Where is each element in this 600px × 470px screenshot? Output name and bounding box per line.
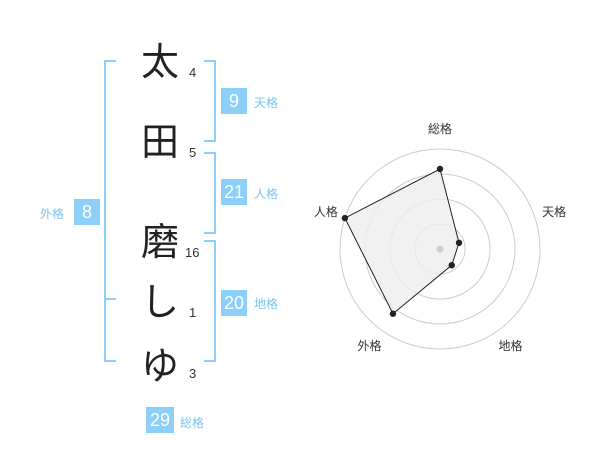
radar-point-3 <box>448 261 455 269</box>
gaikaku-value: 8 <box>74 199 100 225</box>
radar-axis-label-3: 地格 <box>499 338 523 353</box>
soukaku-value: 29 <box>146 407 174 433</box>
radar-center-dot <box>436 245 444 253</box>
name-char-1: 太 <box>140 40 179 84</box>
stroke-count-2: 5 <box>189 145 197 160</box>
tenkaku-bracket <box>204 60 216 142</box>
gaikaku-bracket-divider <box>104 298 116 300</box>
radar-point-1 <box>436 165 444 173</box>
stroke-count-4: 1 <box>189 305 197 320</box>
stroke-count-1: 4 <box>189 65 197 80</box>
radar-axis-label-1: 総格 <box>428 121 452 136</box>
name-char-2: 田 <box>140 120 179 164</box>
radar-point-2 <box>455 239 463 247</box>
radar-axis-label-5: 人格 <box>314 204 338 219</box>
jinkaku-bracket <box>204 152 216 234</box>
gaikaku-bracket <box>104 60 116 362</box>
tenkaku-label: 天格 <box>254 96 279 110</box>
name-char-5: ゆ <box>140 344 179 388</box>
radar-point-5 <box>341 214 349 222</box>
chikaku-bracket <box>204 240 216 362</box>
stroke-count-5: 3 <box>189 366 197 381</box>
soukaku-label: 総格 <box>180 416 205 430</box>
chikaku-value: 20 <box>221 290 247 316</box>
name-char-3: 磨 <box>140 220 179 264</box>
radar-series-area <box>344 168 460 315</box>
radar-axis-label-2: 天格 <box>542 204 566 219</box>
stroke-count-3: 16 <box>185 245 200 260</box>
chikaku-label: 地格 <box>254 297 279 311</box>
radar-grid-ring <box>339 148 541 350</box>
name-char-4: し <box>140 280 179 324</box>
jinkaku-value: 21 <box>221 179 247 205</box>
tenkaku-value: 9 <box>221 88 247 114</box>
radar-axis-label-4: 外格 <box>357 338 381 353</box>
jinkaku-label: 人格 <box>254 187 279 201</box>
radar-point-4 <box>389 310 397 317</box>
gaikaku-label: 外格 <box>40 207 65 221</box>
